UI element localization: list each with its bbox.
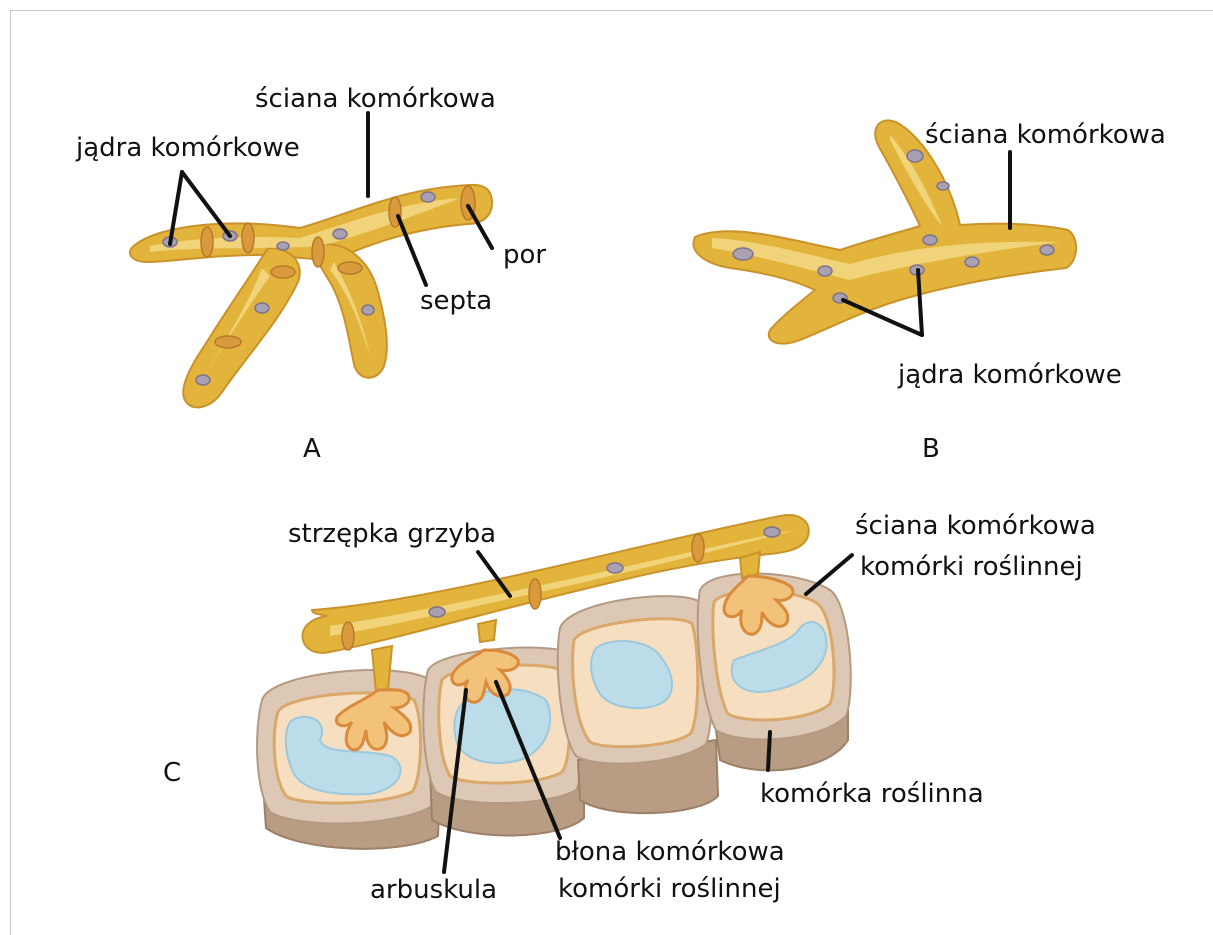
- label-c-membrane-2: komórki roślinnej: [558, 874, 781, 904]
- label-c-plant-cell: komórka roślinna: [760, 779, 984, 809]
- label-a-septa: septa: [420, 286, 492, 316]
- label-b-nuclei: jądra komórkowe: [897, 360, 1122, 390]
- panel-c-letter: C: [163, 758, 181, 788]
- label-a-nuclei: jądra komórkowe: [75, 133, 300, 163]
- label-b-cell-wall: ściana komórkowa: [925, 120, 1166, 150]
- coenocytic-hypha-b: [693, 120, 1076, 343]
- label-c-plant-wall-1: ściana komórkowa: [855, 511, 1096, 541]
- label-a-cell-wall: ściana komórkowa: [255, 84, 496, 114]
- label-a-pore: por: [503, 240, 546, 270]
- label-c-hypha: strzępka grzyba: [288, 519, 496, 549]
- label-c-plant-wall-2: komórki roślinnej: [860, 552, 1083, 582]
- label-c-membrane-1: błona komórkowa: [555, 837, 785, 867]
- label-c-arbuscule: arbuskula: [370, 875, 497, 905]
- panel-b-letter: B: [922, 434, 940, 464]
- panel-a-letter: A: [303, 434, 321, 464]
